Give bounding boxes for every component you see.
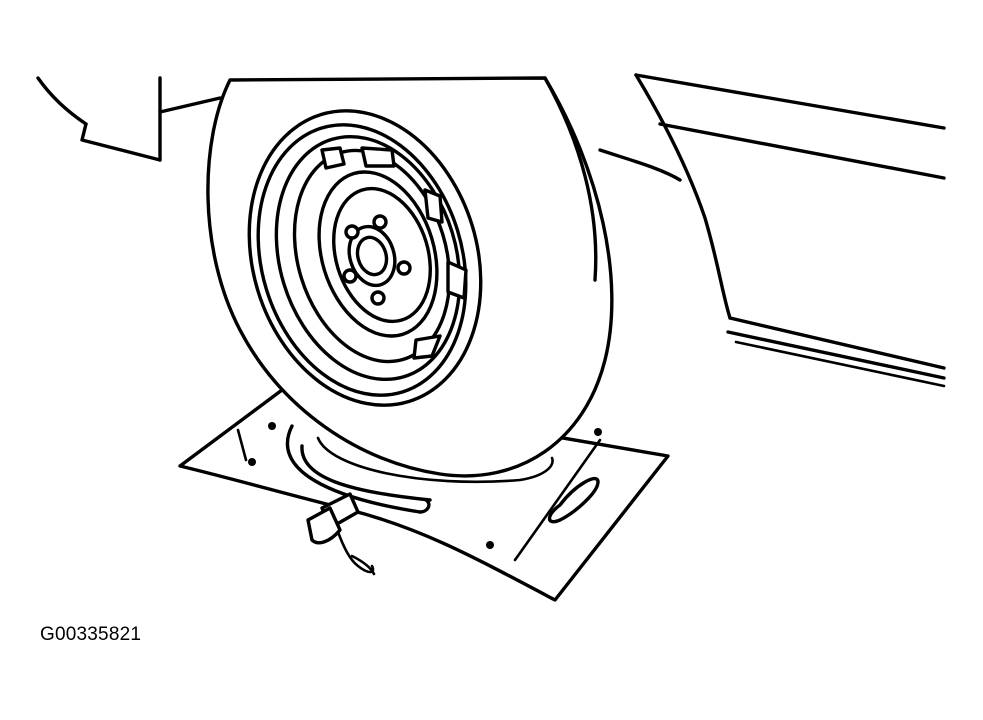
- figure-id-label: G00335821: [40, 624, 142, 645]
- locking-pin: [306, 492, 376, 576]
- fender-panel: [598, 73, 946, 388]
- vehicle-body-left: [36, 76, 222, 162]
- wheel-rim: [247, 109, 483, 407]
